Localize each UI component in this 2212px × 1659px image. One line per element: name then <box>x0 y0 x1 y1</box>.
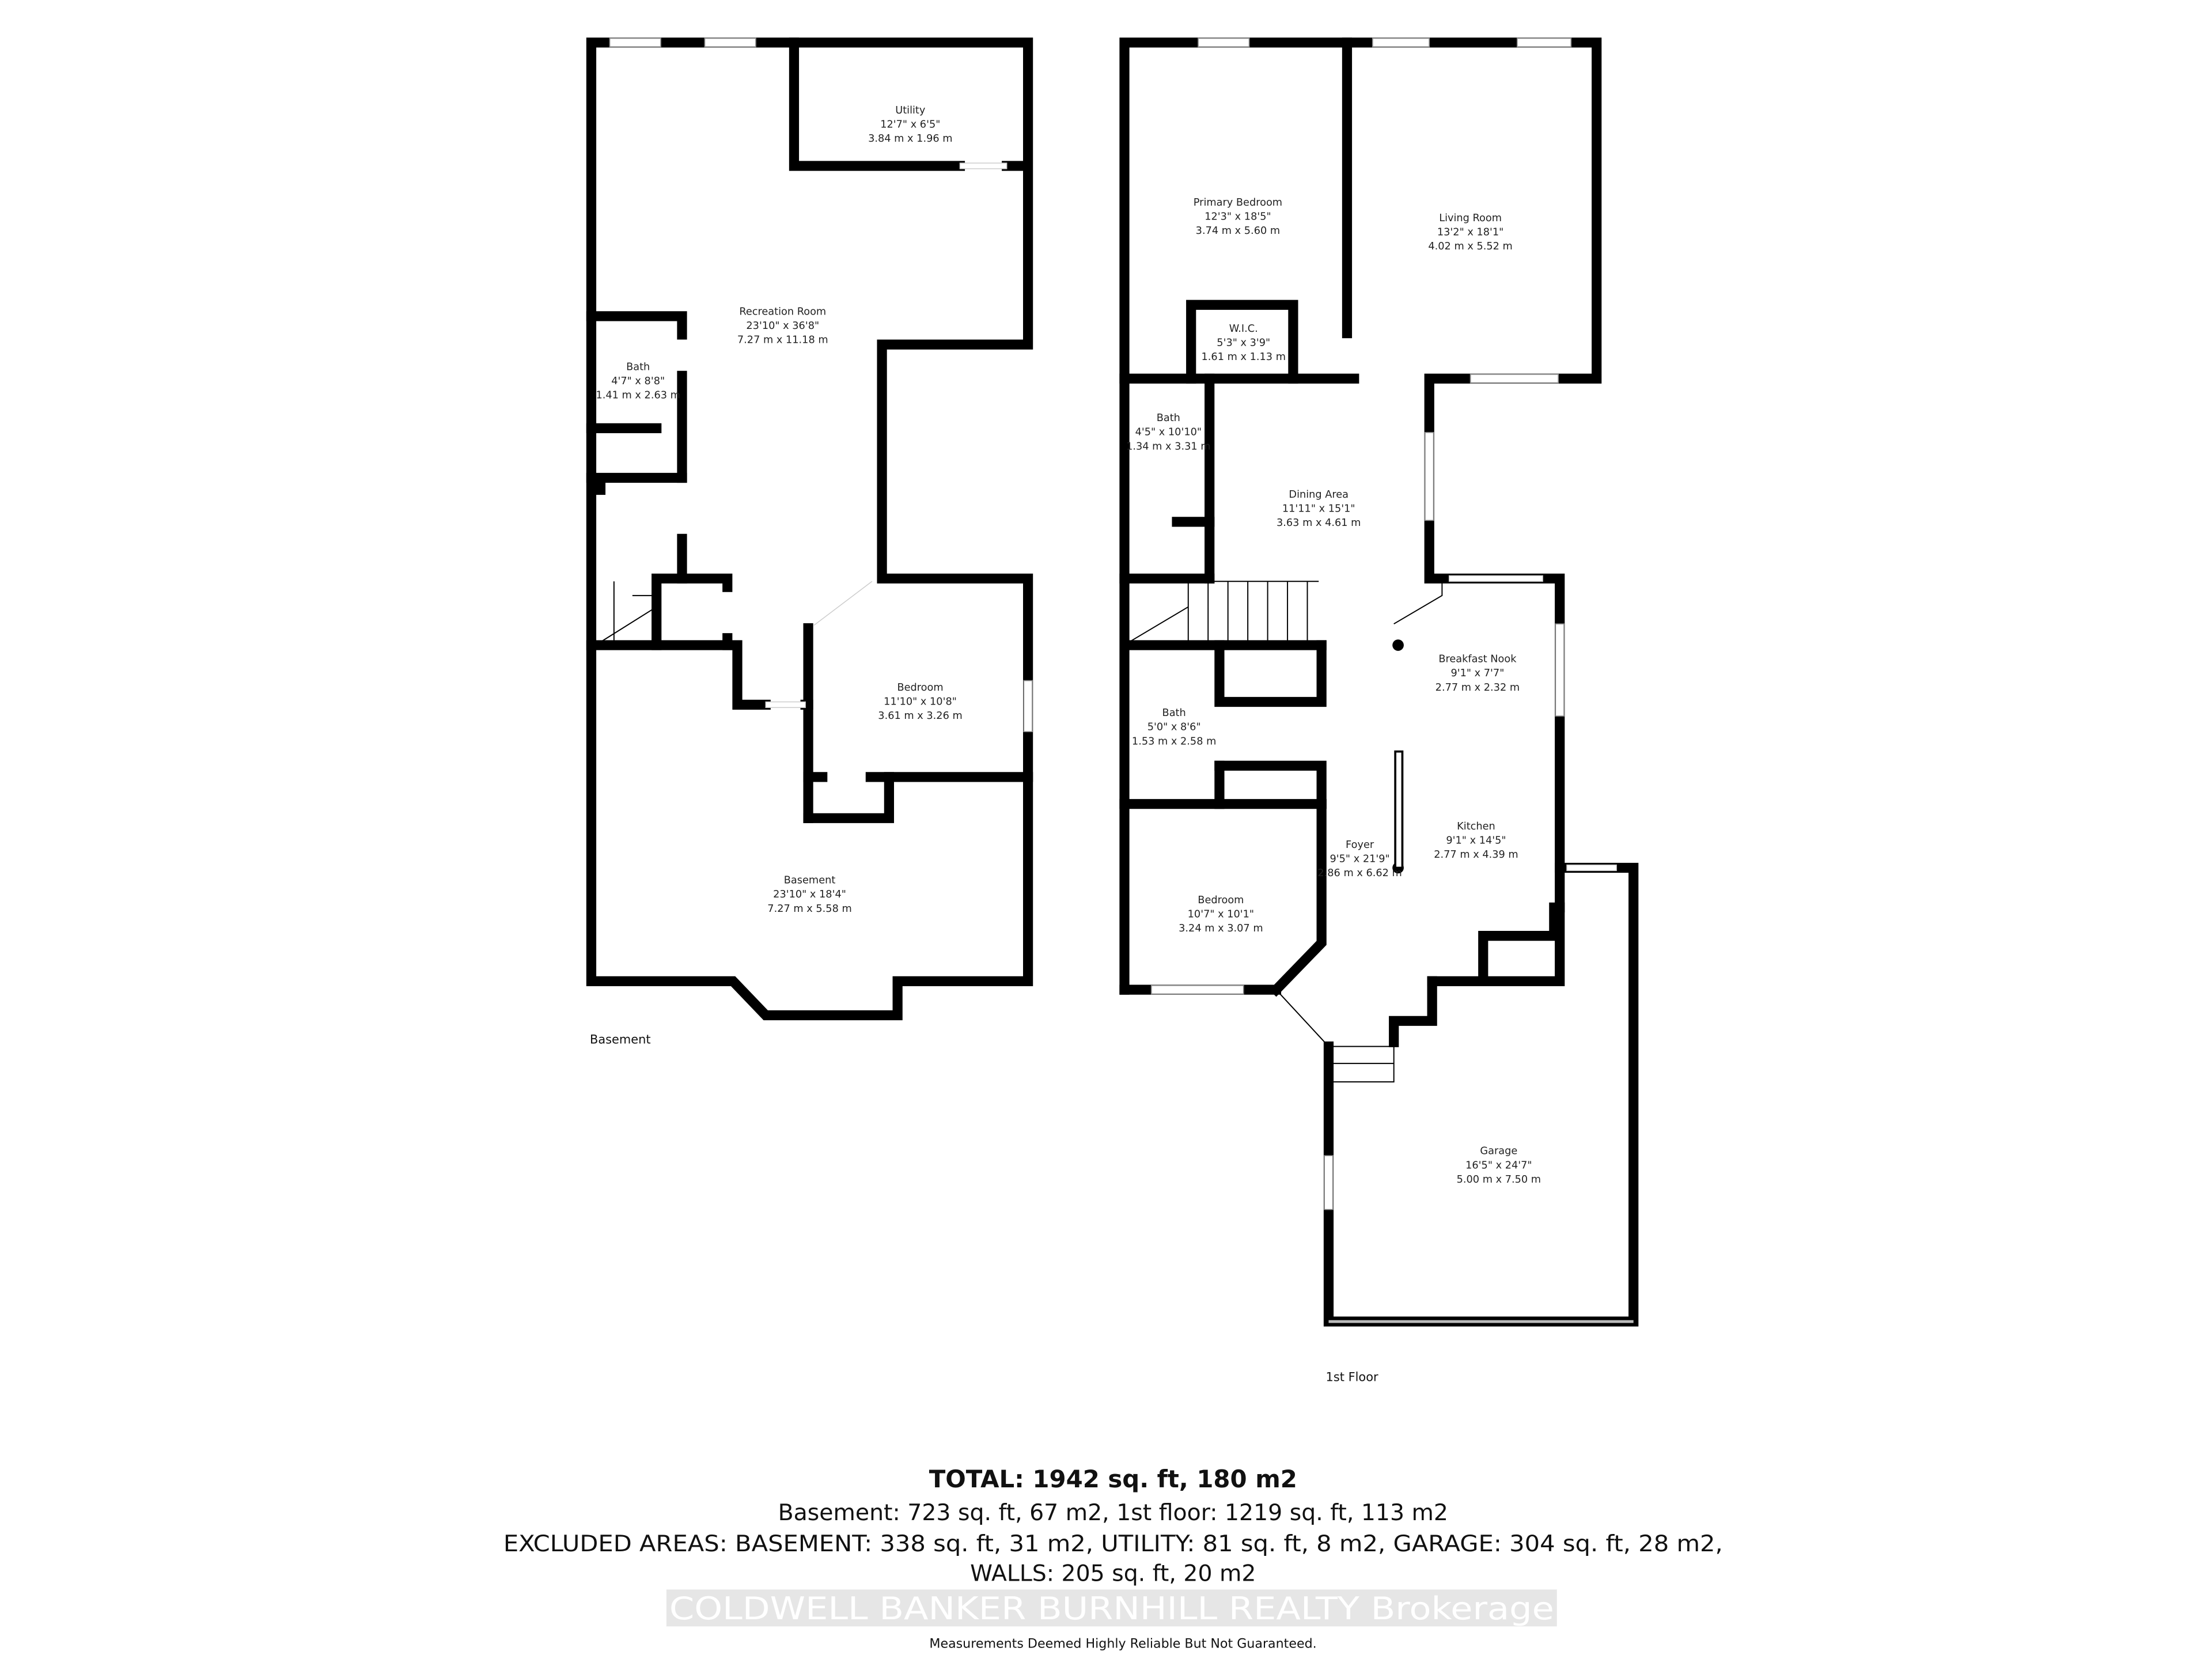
room-label-wic: W.I.C.5'3" x 3'9"1.61 m x 1.13 m <box>1202 323 1286 363</box>
watermark-background <box>666 1589 1557 1627</box>
walls-area: WALLS: 205 sq. ft, 20 m2 <box>970 1560 1256 1587</box>
brokerage-watermark: COLDWELL BANKER BURNHILL REALTY Brokerag… <box>669 1590 1554 1627</box>
excluded-areas: EXCLUDED AREAS: BASEMENT: 338 sq. ft, 31… <box>503 1531 1723 1557</box>
disclaimer: Measurements Deemed Highly Reliable But … <box>929 1636 1316 1651</box>
area-summary: TOTAL: 1942 sq. ft, 180 m2 Basement: 723… <box>503 1465 1723 1651</box>
floor-label-first-floor: 1st Floor <box>1326 1370 1378 1384</box>
floor-areas: Basement: 723 sq. ft, 67 m2, 1st floor: … <box>778 1499 1448 1526</box>
floor-label-basement: Basement <box>590 1033 651 1047</box>
total-area: TOTAL: 1942 sq. ft, 180 m2 <box>929 1465 1297 1493</box>
